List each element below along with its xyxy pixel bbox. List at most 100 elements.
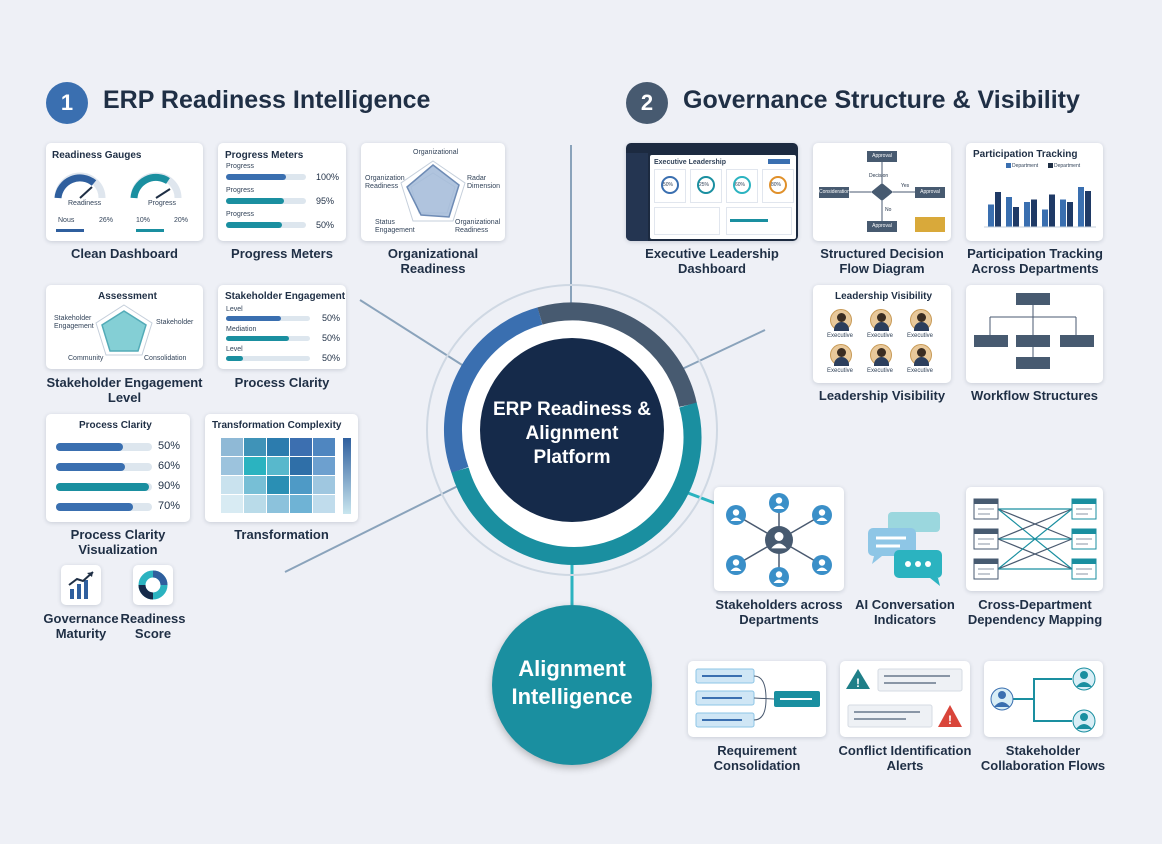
meter-value: 100% — [316, 172, 340, 182]
leader-label: Executive — [827, 368, 854, 374]
flow-node: Approval — [867, 151, 897, 162]
dept-doc-header — [974, 529, 998, 534]
heatmap-cell — [290, 495, 312, 513]
meter-track — [226, 222, 306, 228]
kpi-value: 25% — [699, 182, 710, 188]
dashboard-button[interactable] — [768, 159, 790, 164]
leader-avatar[interactable] — [870, 344, 892, 366]
legend-swatch — [1006, 163, 1011, 168]
legend-item: Department — [1054, 163, 1081, 169]
clarity-fill — [56, 483, 150, 491]
caption-ai-conversation: AI Conversation Indicators — [855, 597, 955, 627]
dept-doc-header — [974, 499, 998, 504]
heatmap-cell — [267, 457, 289, 475]
kpi-ring — [733, 176, 751, 194]
process-clarity-card[interactable]: Process Clarity 50%60%90%70% — [46, 414, 190, 522]
clarity-fill — [56, 463, 126, 471]
caption-progress-meters: Progress Meters — [231, 246, 333, 261]
heatmap — [221, 438, 351, 514]
bar — [1049, 194, 1055, 227]
leader-avatar[interactable] — [830, 309, 852, 331]
alert-diagram: ! ! — [846, 668, 963, 728]
radar-label: Status Engagement — [375, 219, 415, 234]
consolidation-diagram — [695, 668, 820, 728]
dept-doc-header — [1072, 559, 1096, 564]
alignment-hub[interactable]: Alignment Intelligence — [492, 605, 652, 765]
readiness-gauges-card[interactable]: Readiness Gauges Readiness Progress Nous… — [46, 143, 203, 241]
bar-chart — [984, 163, 1096, 228]
caption-readiness-score: Readiness Score — [120, 611, 186, 641]
kpi-value: 80% — [771, 182, 782, 188]
meter-fill — [226, 222, 282, 228]
dashboard-panel: Executive Leadership 50%25%60%80% — [650, 155, 796, 239]
leader-label: Executive — [827, 333, 854, 339]
participation-card[interactable]: Participation Tracking Department Depart… — [966, 143, 1103, 241]
leader-avatar[interactable] — [870, 309, 892, 331]
hub-title: ERP Readiness & Alignment Platform — [492, 399, 652, 468]
flow-node: Decision — [869, 173, 889, 179]
person-head — [818, 559, 826, 566]
heatmap-scale — [343, 438, 351, 514]
organizational-readiness-card[interactable]: Organizational Organization Readiness Ra… — [361, 143, 505, 241]
radar-label: Organizational — [413, 149, 459, 156]
kpi-tile — [690, 169, 722, 203]
stakeholders-card[interactable] — [714, 487, 844, 591]
section2-number: 2 — [626, 82, 668, 124]
card-title: Assessment — [98, 291, 157, 302]
flow-highlight-node — [915, 217, 945, 232]
governance-maturity-tile[interactable] — [61, 565, 101, 605]
collaboration-card[interactable] — [984, 661, 1103, 737]
clarity-track — [56, 463, 152, 471]
flow-node: Approval — [915, 187, 945, 198]
gauge-label: Progress — [148, 200, 177, 207]
radar-chart — [400, 160, 466, 222]
heatmap-cell — [244, 457, 266, 475]
engagement-value: 50% — [322, 333, 341, 343]
leader-avatar[interactable] — [910, 309, 932, 331]
executive-dashboard-card[interactable]: Executive Leadership 50%25%60%80% — [626, 143, 798, 241]
engagement-label: Level — [226, 346, 243, 353]
leader-label: Executive — [907, 368, 934, 374]
person-body — [771, 543, 787, 549]
bar — [1024, 202, 1030, 227]
clarity-fill — [56, 503, 133, 511]
caption-organizational-readiness: Organizational Readiness — [387, 246, 479, 276]
caption-transformation: Transformation — [234, 527, 329, 542]
transformation-complexity-card[interactable]: Transformation Complexity — [205, 414, 358, 522]
person-head — [732, 559, 740, 566]
heatmap-cell — [221, 476, 243, 494]
person-head — [774, 532, 784, 541]
decision-flow-card[interactable]: Approval Consideration Decision Yes Appr… — [813, 143, 951, 241]
person-body — [773, 579, 785, 583]
legend-swatch — [1048, 163, 1053, 168]
gauge-chart — [54, 172, 182, 199]
bar — [1067, 202, 1073, 227]
readiness-score-tile[interactable] — [133, 565, 173, 605]
card-title: Readiness Gauges — [52, 150, 142, 161]
engagement-fill — [226, 336, 289, 341]
gauge-underline — [136, 229, 164, 232]
clarity-track — [56, 443, 152, 451]
kpi-tile — [654, 169, 686, 203]
dashboard-bar — [730, 219, 768, 222]
dept-doc-header — [1072, 529, 1096, 534]
flow-node: Yes — [901, 183, 910, 189]
leader-avatar[interactable] — [830, 344, 852, 366]
requirement-card[interactable] — [688, 661, 826, 737]
dashboard-table — [726, 207, 792, 235]
bar — [1085, 191, 1091, 227]
leader-avatar[interactable] — [910, 344, 932, 366]
radar-chart — [95, 304, 153, 356]
dependency-card[interactable] — [966, 487, 1103, 591]
conflict-card[interactable]: ! ! — [840, 661, 970, 737]
workflow-card[interactable] — [966, 285, 1103, 383]
meter-label: Progress — [226, 163, 255, 170]
donut-icon — [138, 570, 168, 600]
radar-label: Radar Dimension — [467, 175, 501, 190]
dashboard-title: Executive Leadership — [654, 159, 726, 166]
assessment-card[interactable]: Assessment Stakeholder Engagement Stakeh… — [46, 285, 203, 369]
